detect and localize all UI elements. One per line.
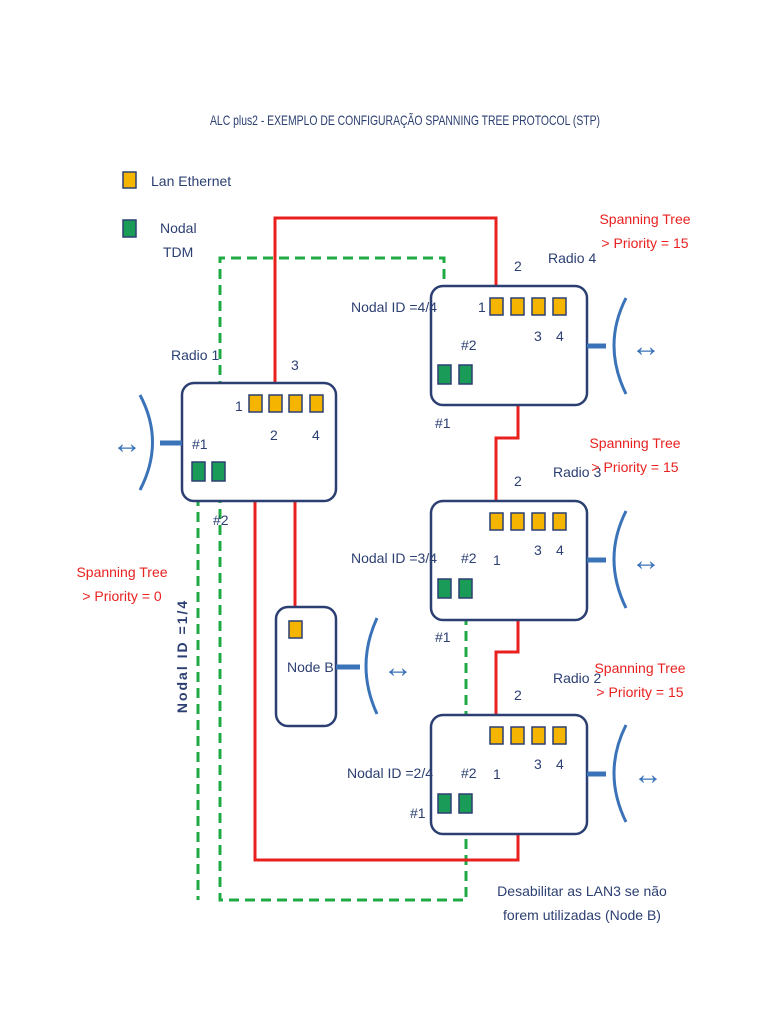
radio4-port1-label: 1 — [478, 299, 486, 315]
nodeb-antenna-dish — [364, 617, 379, 715]
radio4-tdm2-label: #2 — [461, 337, 477, 353]
legend-nodal-swatch — [122, 219, 137, 238]
radio4-lan-port-3 — [531, 297, 546, 316]
radio2-lan-port-3 — [531, 726, 546, 745]
radio1-lan-port-2 — [268, 394, 283, 413]
nodeb-arrow-icon: ↔ — [383, 651, 413, 684]
radio3-lan-port-1 — [489, 512, 504, 531]
radio2-port1-label: 1 — [493, 766, 501, 782]
radio2-tdm1-label: #1 — [410, 805, 426, 821]
legend-lan-swatch — [122, 171, 137, 189]
radio4-lan-port-1 — [489, 297, 504, 316]
legend-nodal-label-line1: Nodal — [160, 220, 197, 236]
radio4-lan-port-4 — [552, 297, 567, 316]
radio2-antenna-dish — [612, 724, 628, 823]
radio2-lan-port-1 — [489, 726, 504, 745]
radio2-port3-label: 3 — [534, 756, 542, 772]
radio2-name: Radio 2 — [553, 670, 601, 686]
radio3-nodal-id: Nodal ID =3/4 — [351, 550, 437, 566]
radio1-tdm-port-2 — [211, 461, 226, 482]
radio3-port4-label: 4 — [556, 542, 564, 558]
radio3-tdm1-label: #1 — [435, 629, 451, 645]
radio1-tdm1-label: #1 — [192, 436, 208, 452]
radio1-lan-port-1 — [248, 394, 263, 413]
radio1-name: Radio 1 — [171, 347, 219, 363]
radio3-arrow-icon: ↔ — [631, 544, 661, 577]
radio3-tdm-port-2 — [458, 578, 473, 599]
radio1-port1-label: 1 — [235, 398, 243, 414]
radio4-lan-port-2 — [510, 297, 525, 316]
radio1-lan-port-3 — [288, 394, 303, 413]
radio1-tdm-port-1 — [191, 461, 206, 482]
radio2-port4-label: 4 — [556, 756, 564, 772]
radio3-port1-label: 1 — [493, 552, 501, 568]
radio3-lan-port-2 — [510, 512, 525, 531]
radio1-port2-label: 2 — [270, 427, 278, 443]
lan-link-radio1-radio4 — [273, 216, 498, 403]
radio3-port3-label: 3 — [534, 542, 542, 558]
radio1-stp-line1: Spanning Tree — [76, 564, 167, 580]
radio4-port2-label: 2 — [514, 258, 522, 274]
radio3-stp-line2: > Priority = 15 — [591, 459, 678, 475]
radio1-stp-line2: > Priority = 0 — [82, 588, 162, 604]
radio4-arrow-icon: ↔ — [631, 330, 661, 363]
radio4-tdm1-label: #1 — [435, 415, 451, 431]
radio2-tdm-port-1 — [437, 793, 452, 814]
radio3-tdm-port-1 — [437, 578, 452, 599]
radio4-port3-label: 3 — [534, 328, 542, 344]
radio3-port2-label: 2 — [514, 473, 522, 489]
radio2-lan-port-2 — [510, 726, 525, 745]
radio1-tdm2-label: #2 — [213, 512, 229, 528]
radio1-port3-label: 3 — [291, 357, 299, 373]
radio4-name: Radio 4 — [548, 250, 596, 266]
radio1-lan-port-4 — [309, 394, 324, 413]
note-line1: Desabilitar as LAN3 se não — [497, 883, 667, 899]
radio3-tdm2-label: #2 — [461, 550, 477, 566]
radio2-lan-port-4 — [552, 726, 567, 745]
radio4-stp-line1: Spanning Tree — [599, 211, 690, 227]
radio3-name: Radio 3 — [553, 464, 601, 480]
radio4-nodal-id: Nodal ID =4/4 — [351, 299, 437, 315]
radio4-port4-label: 4 — [556, 328, 564, 344]
diagram-title: ALC plus2 - EXEMPLO DE CONFIGURAÇÃO SPAN… — [210, 112, 600, 128]
nodeb-lan-port — [288, 620, 303, 639]
radio4-antenna-dish — [612, 297, 628, 395]
radio3-lan-port-3 — [531, 512, 546, 531]
nodal-tdm-ring — [218, 256, 468, 902]
legend-nodal-label-line2: TDM — [163, 244, 193, 260]
legend-lan-label: Lan Ethernet — [151, 173, 231, 189]
radio2-tdm2-label: #2 — [461, 765, 477, 781]
radio4-tdm-port-1 — [437, 364, 452, 385]
radio3-lan-port-4 — [552, 512, 567, 531]
radio1-nodal-id: Nodal ID =1/4 — [174, 599, 190, 713]
radio4-tdm-port-2 — [458, 364, 473, 385]
radio1-arrow-icon: ↔ — [112, 427, 142, 460]
radio2-port2-label: 2 — [514, 687, 522, 703]
radio2-tdm-port-2 — [458, 793, 473, 814]
radio3-antenna-dish — [612, 510, 628, 609]
radio2-stp-line1: Spanning Tree — [594, 660, 685, 676]
radio2-stp-line2: > Priority = 15 — [596, 684, 683, 700]
radio3-stp-line1: Spanning Tree — [589, 435, 680, 451]
radio1-port4-label: 4 — [312, 427, 320, 443]
radio2-arrow-icon: ↔ — [633, 758, 663, 791]
radio1-antenna-dish — [138, 394, 154, 491]
nodeb-name: Node B — [287, 659, 334, 675]
radio2-nodal-id: Nodal ID =2/4 — [347, 765, 433, 781]
note-line2: forem utilizadas (Node B) — [503, 907, 661, 923]
radio4-stp-line2: > Priority = 15 — [601, 235, 688, 251]
